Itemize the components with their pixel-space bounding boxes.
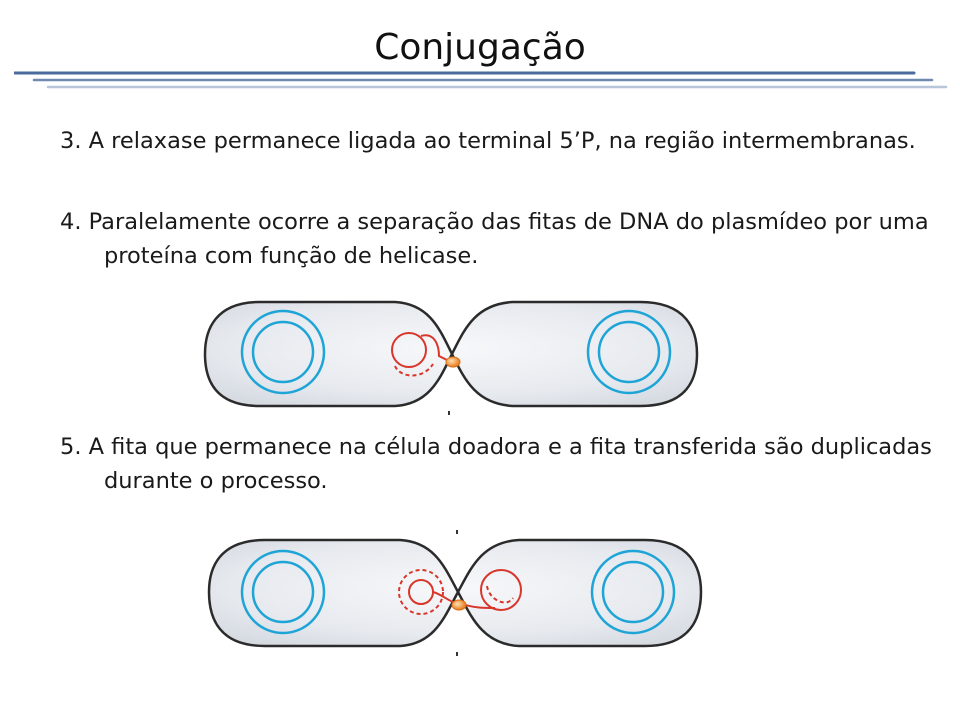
recipient-chromosome-icon	[590, 549, 676, 635]
relaxase-icon	[445, 356, 461, 368]
step-4-paragraph: 4. Paralelamente ocorre a separação das …	[60, 205, 944, 273]
step-4-number: 4.	[60, 209, 82, 235]
step-5-text: A fita que permanece na célula doadora e…	[88, 434, 932, 494]
step-3-paragraph: 3. A relaxase permanece ligada ao termin…	[60, 124, 944, 158]
plasmid-icon	[391, 332, 448, 377]
step-5-number: 5.	[60, 434, 89, 460]
step-3-number: 3.	[60, 128, 82, 154]
donor-chromosome-icon	[240, 549, 326, 635]
relaxase-icon	[451, 599, 467, 611]
step-5-paragraph: 5. A fita que permanece na célula doador…	[60, 430, 944, 498]
step-3-text: A relaxase permanece ligada ao terminal …	[88, 128, 916, 154]
conjugation-figure-step-4	[203, 300, 699, 415]
figure-mark-bottom	[456, 652, 458, 656]
mating-cells-outline	[207, 538, 703, 648]
conjugation-figure-step-5	[207, 530, 703, 656]
title-divider	[14, 71, 948, 89]
figure-mark	[448, 411, 450, 415]
figure-mark-top	[456, 530, 458, 534]
recipient-chromosome-icon	[586, 309, 672, 395]
donor-chromosome-icon	[240, 309, 326, 395]
mating-cells-outline	[203, 300, 699, 408]
step-4-text: Paralelamente ocorre a separação das fit…	[88, 209, 929, 269]
slide-title: Conjugação	[374, 27, 586, 68]
